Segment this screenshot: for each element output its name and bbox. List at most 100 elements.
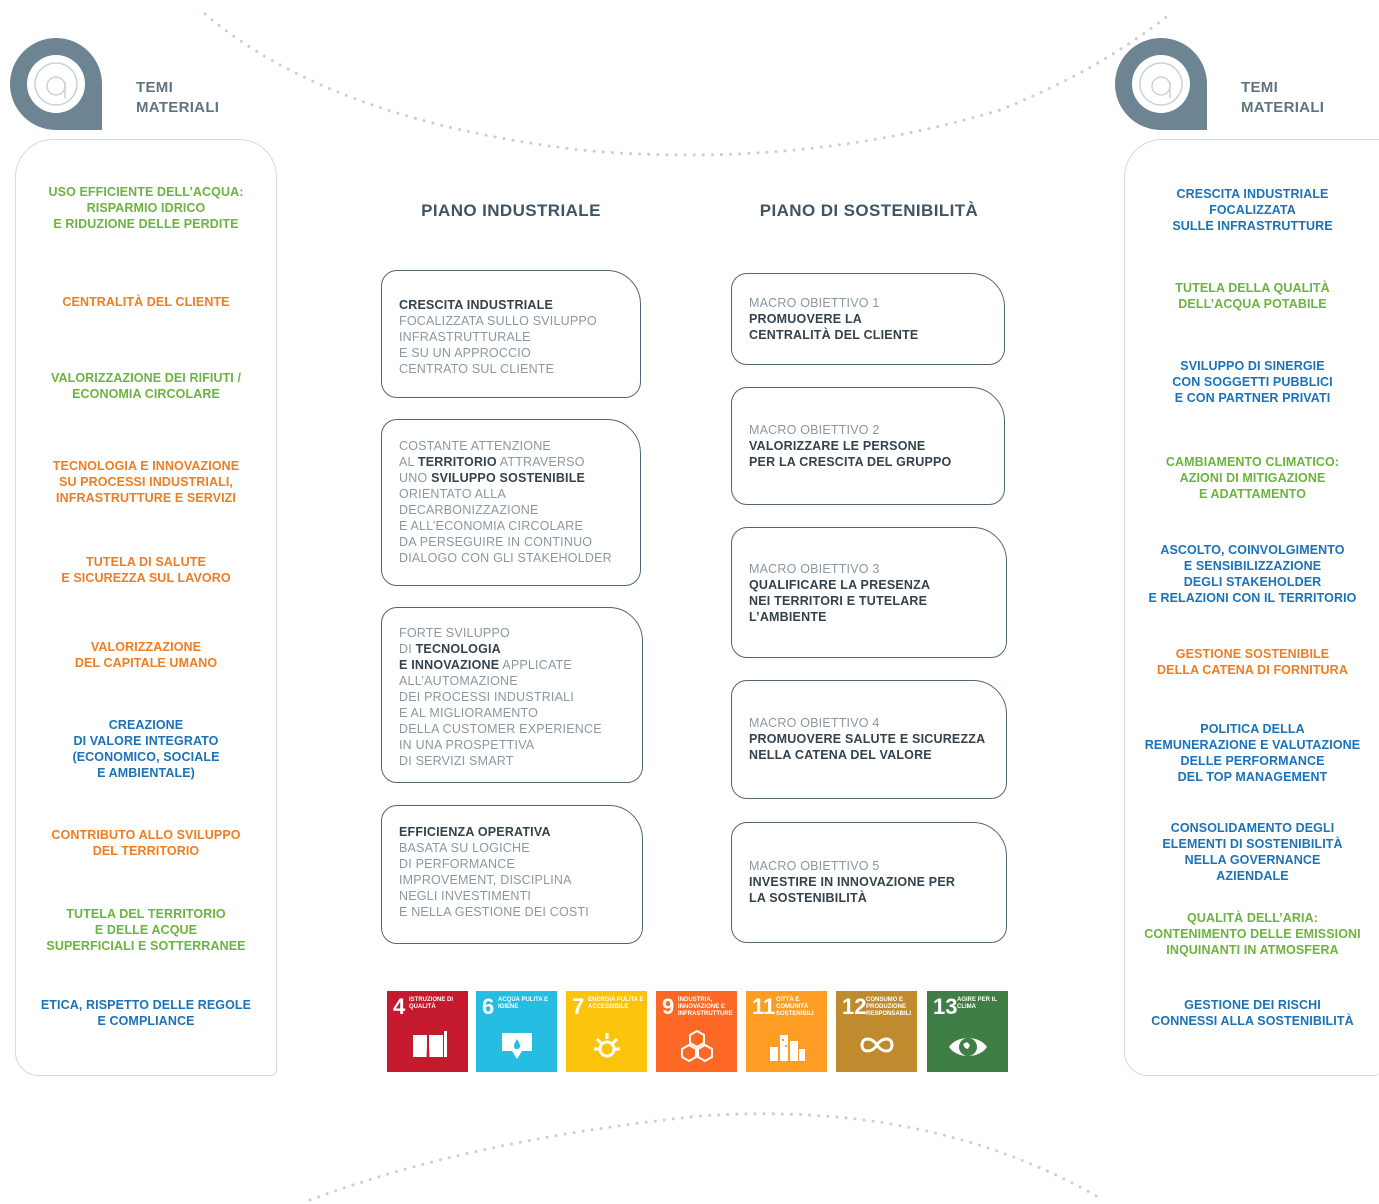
material-topics-panel-right: CRESCITA INDUSTRIALE FOCALIZZATA SULLE INF… (1124, 139, 1379, 1076)
material-topic-line: RISPARMIO IDRICO (86, 201, 206, 215)
sdg-number: 7 (572, 994, 585, 1019)
at-icon (1132, 55, 1207, 130)
material-topic-left: VALORIZZAZIONE DEI RIFIUTI /ECONOMIA CIR… (16, 370, 276, 402)
material-topic-line: CENTRALITÀ DEL CLIENTE (62, 295, 230, 309)
macro-objective-label: MACRO OBIETTIVO 5 (749, 859, 880, 873)
material-topic-line: INQUINANTI IN ATMOSFERA (1166, 943, 1339, 957)
material-topic-right: SVILUPPO DI SINERGIE CON SOGGETTI PUBBLIC… (1125, 358, 1379, 406)
sdg-number: 13 (933, 994, 958, 1019)
material-topic-line: TUTELA DEL TERRITORIO (66, 907, 226, 921)
material-topic-right: CRESCITA INDUSTRIALE FOCALIZZATA SULLE INF… (1125, 186, 1379, 234)
water-drop-icon (502, 1033, 532, 1059)
material-topic-line: SULLE INFRASTRUTTURE (1172, 219, 1333, 233)
infinity-icon (860, 1037, 894, 1053)
material-topic-line: VALORIZZAZIONE DEI RIFIUTI / (50, 371, 242, 385)
material-topic-right: GESTIONE DEI RISCHI CONNESSI ALLA SOSTENI… (1125, 997, 1379, 1029)
macro-objective-box-5: MACRO OBIETTIVO 5 INVESTIRE IN INNOVAZION… (731, 822, 1007, 943)
macro-objective-title-line: LA SOSTENIBILITÀ (749, 891, 868, 905)
material-topic-line: SVILUPPO DI SINERGIE (1180, 359, 1325, 373)
eye-globe-icon (949, 1038, 987, 1056)
material-topic-line: E ADATTAMENTO (1198, 487, 1307, 501)
material-topic-line: CONNESSI ALLA SOSTENIBILITÀ (1151, 1014, 1354, 1028)
material-topic-line: FOCALIZZATA (1209, 203, 1296, 217)
city-icon (770, 1035, 805, 1061)
material-topic-line: DI VALORE INTEGRATO (73, 734, 219, 748)
material-topics-panel-left: USO EFFICIENTE DELL’ACQUA:RISPARMIO IDRI… (15, 139, 277, 1076)
material-topic-line: TUTELA DI SALUTE (86, 555, 206, 569)
material-topic-line: DEL CAPITALE UMANO (74, 656, 218, 670)
book-icon (413, 1031, 447, 1058)
macro-objective-label: MACRO OBIETTIVO 2 (749, 423, 880, 437)
material-topic-line: CON SOGGETTI PUBBLICI (1172, 375, 1333, 389)
sdg-label: AGIRE PER IL CLIMA (957, 997, 997, 1010)
sdg-number: 9 (662, 994, 675, 1019)
material-topic-right: QUALITÀ DELL’ARIA: CONTENIMENTO DELLE EMI… (1125, 910, 1379, 958)
material-topic-left: CENTRALITÀ DEL CLIENTE (16, 294, 276, 310)
material-topic-line: E SICUREZZA SUL LAVORO (61, 571, 231, 585)
macro-objective-title-line: PROMUOVERE LA (749, 312, 863, 326)
macro-objective-title-line: CENTRALITÀ DEL CLIENTE (749, 328, 919, 342)
material-topic-line: CREAZIONE (108, 718, 184, 732)
material-topic-line: DEGLI STAKEHOLDER (1183, 575, 1322, 589)
material-topic-line: TUTELA DELLA QUALITÀ (1175, 281, 1330, 295)
material-topic-left: USO EFFICIENTE DELL’ACQUA:RISPARMIO IDRI… (16, 184, 276, 232)
macro-objective-title-line: L’AMBIENTE (749, 610, 827, 624)
material-topic-line: E DELLE ACQUE (94, 923, 198, 937)
material-topic-line: CONTRIBUTO ALLO SVILUPPO (51, 828, 241, 842)
material-topic-line: CRESCITA INDUSTRIALE (1176, 187, 1329, 201)
macro-objective-title-line: NEI TERRITORI E TUTELARE (749, 594, 928, 608)
badge-title-right: TEMI MATERIALI (1241, 79, 1325, 116)
badge-title-left: TEMI MATERIALI (136, 79, 220, 116)
material-topic-line: CONTENIMENTO DELLE EMISSIONI (1144, 927, 1361, 941)
material-topic-line: DEL TERRITORIO (92, 844, 200, 858)
cubes-icon (681, 1029, 713, 1063)
materiality-badge-left (10, 38, 102, 130)
material-topic-line: VALORIZZAZIONE (90, 640, 202, 654)
material-topic-line: TECNOLOGIA E INNOVAZIONE (52, 459, 240, 473)
material-topic-line: E RELAZIONI CON IL TERRITORIO (1148, 591, 1357, 605)
sun-icon (594, 1033, 620, 1058)
macro-objective-label: MACRO OBIETTIVO 3 (749, 562, 880, 576)
material-topic-line: REMUNERAZIONE E VALUTAZIONE (1144, 738, 1361, 752)
macro-objective-title-line: QUALIFICARE LA PRESENZA (749, 578, 931, 592)
material-topic-line: CONSOLIDAMENTO DEGLI (1170, 821, 1335, 835)
macro-objective-text: MACRO OBIETTIVO 5 INVESTIRE IN INNOVAZION… (749, 858, 996, 906)
material-topic-line: QUALITÀ DELL’ARIA: (1187, 911, 1318, 925)
sdg-number: 4 (393, 994, 406, 1019)
macro-objective-text: MACRO OBIETTIVO 3 QUALIFICARE LA PRESENZA… (749, 561, 996, 625)
macro-objective-title-line: INVESTIRE IN INNOVAZIONE PER (749, 875, 956, 889)
material-topic-line: E RIDUZIONE DELLE PERDITE (53, 217, 239, 231)
material-topic-line: E CON PARTNER PRIVATI (1174, 391, 1331, 405)
macro-objective-label: MACRO OBIETTIVO 4 (749, 716, 880, 730)
macro-objective-title-line: NELLA CATENA DEL VALORE (749, 748, 932, 762)
material-topic-line: GESTIONE DEI RISCHI (1184, 998, 1321, 1012)
sdg-label: CONSUMO E PRODUZIONE RESPONSABILI (866, 997, 912, 1017)
macro-objective-title-line: VALORIZZARE LE PERSONE (749, 439, 926, 453)
material-topic-line: NELLA GOVERNANCE (1184, 853, 1321, 867)
materiality-badge-right (1115, 38, 1207, 130)
material-topic-line: AZIENDALE (1216, 869, 1289, 883)
material-topic-line: E AMBIENTALE) (97, 766, 195, 780)
sdg-label: CITTÀ E COMUNITÀ SOSTENIBILI (776, 997, 814, 1017)
sdg-label: ACQUA PULITA E IGIENE (498, 997, 549, 1010)
